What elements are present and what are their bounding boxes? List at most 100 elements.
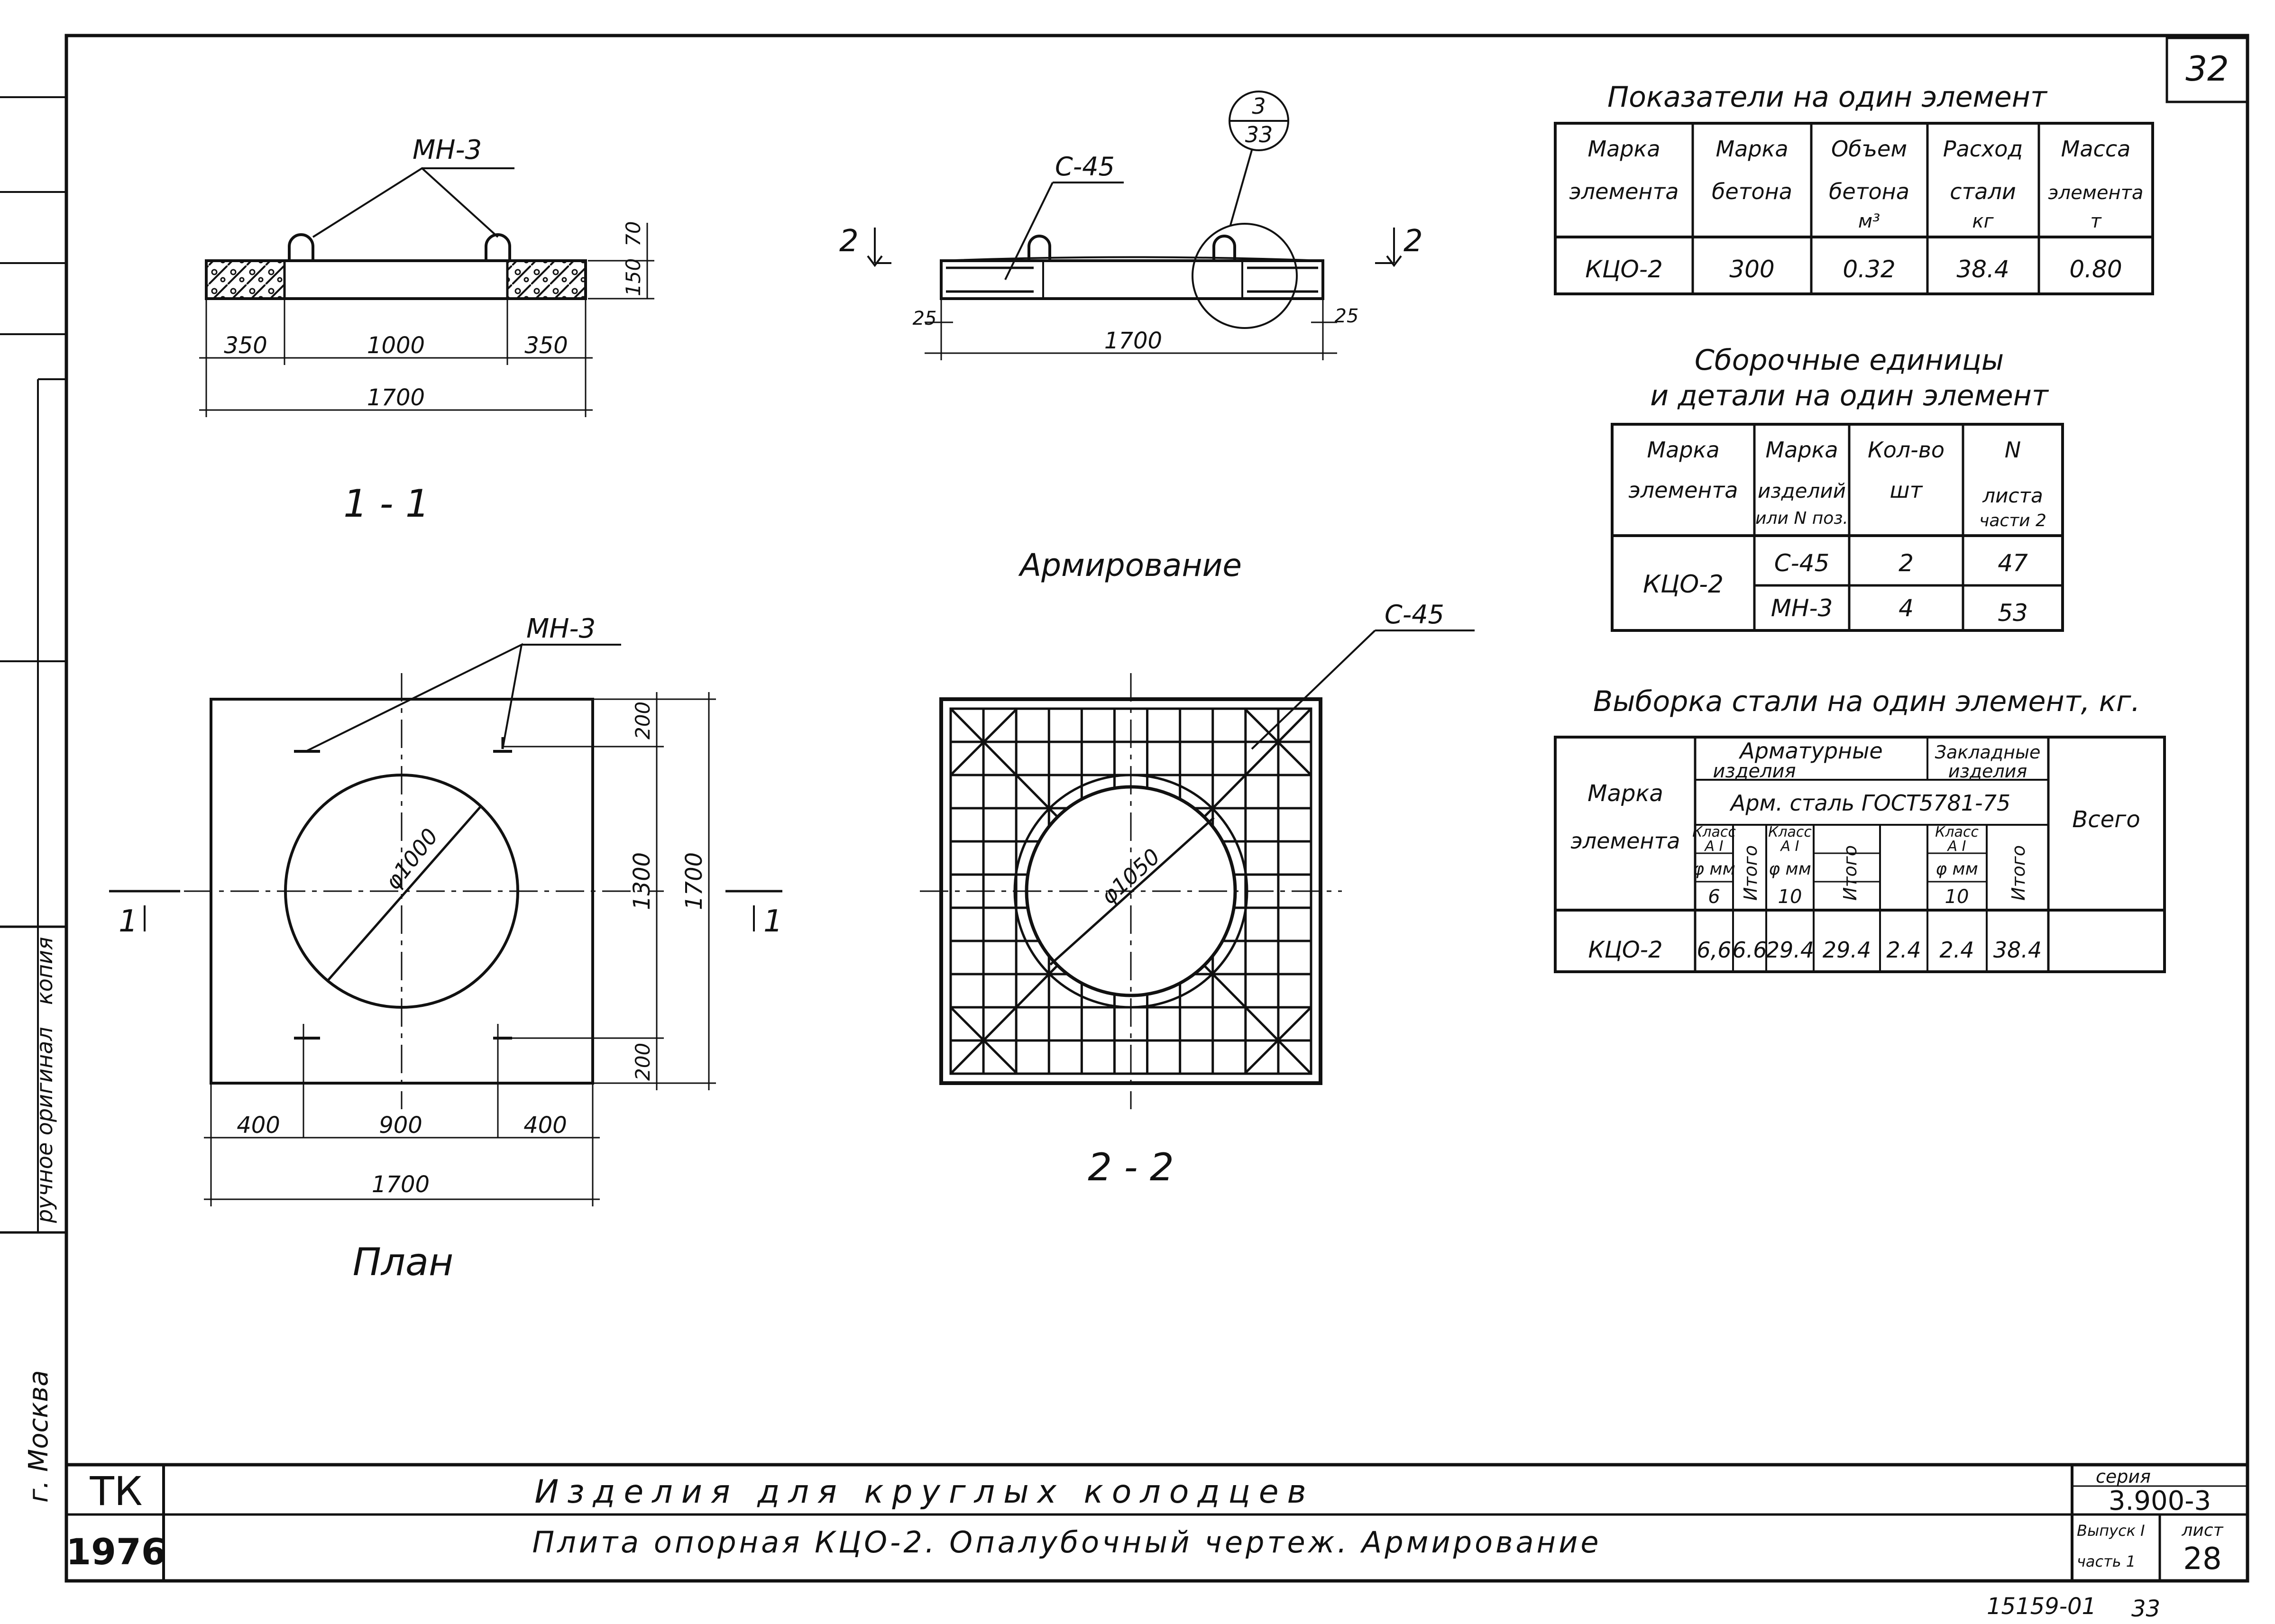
rebar-diagonal: [1244, 708, 1312, 776]
t1-h-steel: Расход: [1943, 136, 2023, 162]
side-label-copy: копия: [32, 937, 57, 1005]
dim-350-left: 350: [224, 332, 267, 359]
dim-1300: 1300: [629, 852, 655, 910]
dim-200-bottom: 200: [631, 1043, 654, 1081]
t1-h-volume: Объем: [1831, 136, 1907, 162]
t2-h-mark: Марка: [1647, 437, 1719, 463]
t3-h-steel: Арм. сталь ГОСТ5781-75: [1729, 790, 2010, 816]
t2-cell-c45: С-45: [1774, 549, 1830, 577]
t3-h-phi2-val: 10: [1778, 886, 1802, 908]
t1-h-volume3: м³: [1858, 210, 1880, 232]
t3-h-class1b: А I: [1704, 838, 1724, 855]
t3-h-class2: Класс: [1768, 824, 1812, 840]
t1-cell-steel: 38.4: [1956, 255, 2009, 283]
dim-1700-section: 1700: [367, 384, 425, 411]
cut-2-right: 2: [1404, 224, 1423, 259]
table2-title2: и детали на один элемент: [1650, 379, 2049, 412]
reinforcement-view: φ1050 С-45: [920, 600, 1475, 1109]
t2-h-item: Марка: [1765, 437, 1838, 463]
t3-h-class3: Класс: [1935, 824, 1979, 840]
t2-cell-c45-qty: 2: [1899, 549, 1914, 577]
t3-h-total: Всего: [2072, 806, 2140, 833]
t1-h-mark2: элемента: [1569, 179, 1679, 204]
table-steel-selection: Выборка стали на один элемент, кг. Марка…: [1554, 685, 2166, 973]
dim-350-right: 350: [524, 332, 568, 359]
t2-h-item2: изделий: [1758, 479, 1846, 502]
t2-cell-mn3-qty: 4: [1899, 594, 1914, 622]
callout-mn3-section: МН-3: [413, 135, 482, 165]
plan-label: План: [353, 1240, 454, 1284]
t1-h-concrete2: бетона: [1712, 179, 1792, 204]
sheet-number-top: 32: [2185, 49, 2229, 89]
t3-h-class1: Класс: [1692, 824, 1736, 840]
rebar-diagonal: [950, 1006, 1018, 1075]
t3-cell-sum1: 6.6: [1732, 937, 1767, 963]
t1-cell-mark: КЦО-2: [1585, 255, 1663, 283]
callout-c45-side: С-45: [1055, 152, 1115, 182]
t3-h-emb: Закладные: [1935, 742, 2041, 763]
t3-cell-a6: 6,6: [1697, 937, 1731, 963]
callout-mn3-plan: МН-3: [526, 613, 596, 644]
callout-c45-reinforcement: С-45: [1385, 600, 1444, 630]
reinforcement-title: Армирование: [1018, 547, 1242, 584]
t1-h-steel2: стали: [1950, 179, 2016, 204]
cut-1-left: 1: [119, 904, 138, 939]
t3-h-phi3: φ мм: [1936, 859, 1978, 879]
t3-h-phi3-val: 10: [1945, 886, 1969, 908]
t2-cell-element: КЦО-2: [1643, 570, 1724, 599]
footer-page: 33: [2131, 1596, 2160, 1622]
t3-cell-emb10: 2.4: [1886, 937, 1921, 963]
section-1-1-label: 1 - 1: [343, 482, 430, 526]
side-label-original: ручное оригинал: [32, 1027, 57, 1223]
cut-1-right: 1: [763, 904, 783, 939]
t3-h-sum3: Итого: [2008, 845, 2029, 901]
footer-code: 15159-01: [1987, 1593, 2096, 1620]
t3-h-arm2: изделия: [1713, 760, 1796, 782]
t1-cell-mass: 0.80: [2069, 255, 2122, 283]
table1-title: Показатели на один элемент: [1607, 81, 2048, 114]
stamp-series-label: серия: [2096, 1466, 2151, 1487]
stamp-title1: Изделия для круглых колодцев: [534, 1473, 1314, 1511]
t1-cell-volume: 0.32: [1843, 255, 1895, 283]
t3-h-phi2: φ мм: [1769, 859, 1811, 879]
t1-h-steel3: кг: [1972, 210, 1994, 232]
dim-900: 900: [379, 1112, 422, 1139]
dim-400-right: 400: [523, 1112, 567, 1139]
t3-h-mark2: элемента: [1570, 828, 1680, 854]
dim-1000: 1000: [367, 332, 425, 359]
stamp-sheet-label: лист: [2181, 1521, 2223, 1540]
t2-h-item3: или N поз.: [1755, 509, 1848, 528]
table2-title1: Сборочные единицы: [1695, 344, 2004, 377]
sheet-frame: [0, 34, 2249, 1583]
t1-h-concrete: Марка: [1715, 136, 1788, 162]
table-assembly-units: Сборочные единицы и детали на один элеме…: [1611, 344, 2064, 632]
t3-cell-sum2: 29.4: [1823, 937, 1871, 963]
title-block: ТК 1976 Изделия для круглых колодцев Пли…: [66, 1463, 2247, 1581]
t3-cell-a10: 29.4: [1766, 937, 1814, 963]
t2-cell-mn3: МН-3: [1771, 594, 1833, 622]
t2-h-qty: Кол-во: [1868, 437, 1945, 463]
t1-h-mass2: элемента: [2048, 182, 2144, 204]
t3-h-emb2: изделия: [1948, 761, 2027, 782]
t3-cell-total: 38.4: [1993, 937, 2042, 963]
section-2-2-side: 3 33 С-45 2 2 25 25 1700: [839, 91, 1423, 360]
dim-1700-right: 1700: [681, 852, 707, 910]
t2-h-qty2: шт: [1890, 477, 1923, 503]
t1-h-mark: Марка: [1587, 136, 1660, 162]
t2-h-mark2: элемента: [1628, 477, 1738, 503]
table3-title: Выборка стали на один элемент, кг.: [1593, 685, 2140, 718]
dim-1700-bottom: 1700: [372, 1171, 430, 1198]
t3-h-phi1: φ мм: [1693, 859, 1735, 879]
t1-h-mass3: т: [2090, 210, 2102, 232]
t3-h-phi1-val: 6: [1708, 886, 1720, 908]
dim-70: 70: [622, 221, 645, 246]
dim-1700-side: 1700: [1104, 328, 1162, 354]
stamp-title2: Плита опорная КЦО-2. Опалубочный чертеж.…: [532, 1525, 1601, 1560]
section-2-2-label: 2 - 2: [1088, 1145, 1174, 1189]
cut-2-left: 2: [839, 224, 859, 259]
dim-200-top: 200: [631, 702, 654, 739]
stamp-series: 3.900-3: [2109, 1486, 2211, 1516]
section-1-1: МН-3 70 150 350 1000 350 1700: [199, 135, 654, 417]
t2-cell-mn3-sheet: 53: [1998, 599, 2028, 627]
